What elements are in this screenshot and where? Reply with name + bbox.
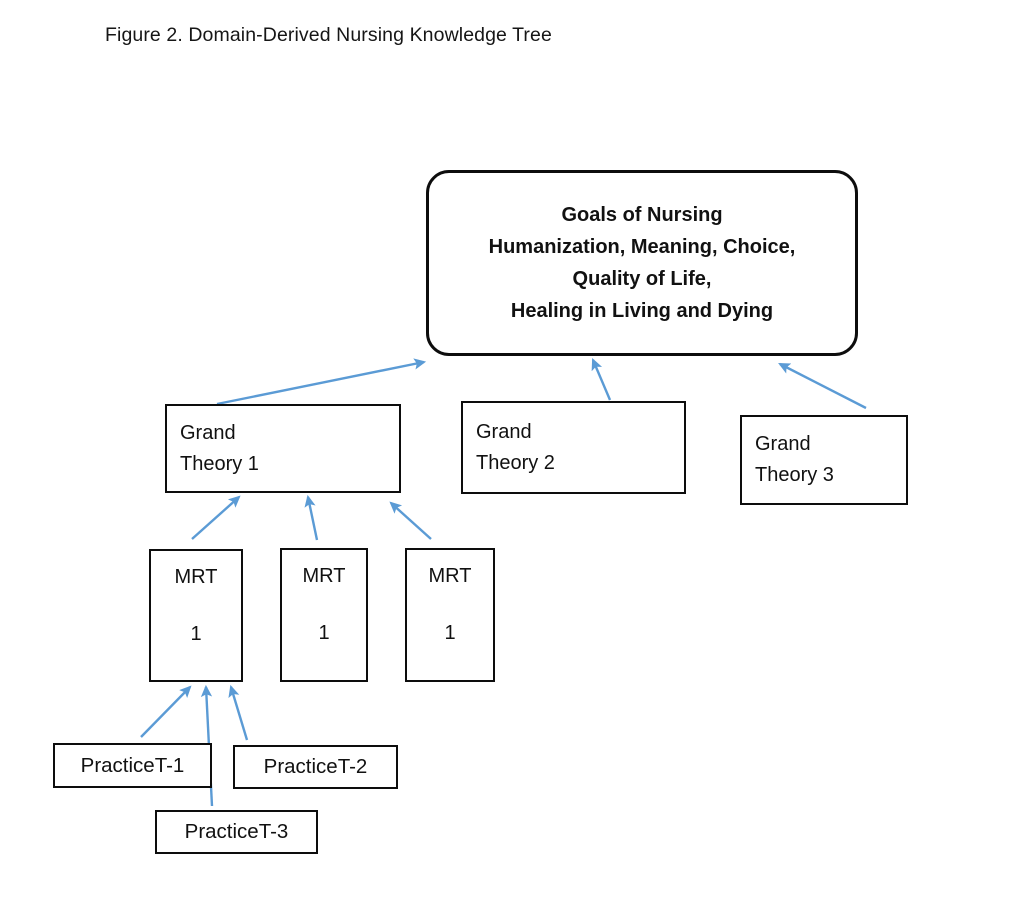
node-grand-theory-2-line-1: Grand bbox=[476, 420, 532, 443]
node-grand-theory-1-line-1: Grand bbox=[180, 421, 236, 444]
node-practice-t-1[interactable]: PracticeT-1 bbox=[53, 743, 212, 788]
edge-grand1-to-goals bbox=[216, 358, 427, 406]
node-grand-theory-3-line-2: Theory 3 bbox=[755, 464, 834, 486]
node-mrt-3-line-2: 1 bbox=[444, 622, 456, 644]
figure-title: Figure 2. Domain-Derived Nursing Knowled… bbox=[105, 24, 552, 46]
node-grand-theory-1-line-2: Theory 1 bbox=[180, 452, 259, 475]
node-grand-theory-3[interactable]: Grand Theory 3 bbox=[740, 415, 908, 505]
node-mrt-1[interactable]: MRT 1 bbox=[149, 549, 243, 682]
node-mrt-1-line-2: 1 bbox=[190, 623, 202, 645]
node-goals-line-3: Quality of Life, bbox=[572, 268, 712, 290]
node-grand-theory-2-line-2: Theory 2 bbox=[476, 451, 555, 474]
node-grand-theory-2[interactable]: Grand Theory 2 bbox=[461, 401, 686, 494]
node-practice-t-1-label: PracticeT-1 bbox=[80, 753, 185, 777]
node-mrt-2-line-1: MRT bbox=[302, 565, 346, 587]
node-grand-theory-3-line-1: Grand bbox=[755, 433, 811, 455]
node-practice-t-3-label: PracticeT-3 bbox=[184, 820, 289, 843]
node-mrt-3[interactable]: MRT 1 bbox=[405, 548, 495, 682]
edge-mrt1-to-grand1 bbox=[191, 495, 241, 540]
node-goals-line-4: Healing in Living and Dying bbox=[510, 300, 774, 322]
node-goals-line-2: Humanization, Meaning, Choice, bbox=[488, 236, 796, 258]
node-mrt-3-line-1: MRT bbox=[428, 565, 472, 587]
node-practice-t-3[interactable]: PracticeT-3 bbox=[155, 810, 318, 854]
edge-grand3-to-goals bbox=[778, 362, 867, 410]
node-mrt-2-line-2: 1 bbox=[318, 622, 330, 644]
node-mrt-1-line-1: MRT bbox=[174, 566, 218, 588]
node-mrt-2[interactable]: MRT 1 bbox=[280, 548, 368, 682]
edge-grand2-to-goals bbox=[591, 358, 612, 401]
edge-practice1-to-mrt1 bbox=[140, 685, 192, 738]
edge-mrt2-to-grand1 bbox=[304, 494, 319, 541]
node-goals-line-1: Goals of Nursing bbox=[561, 204, 723, 226]
node-practice-t-2[interactable]: PracticeT-2 bbox=[233, 745, 398, 789]
edge-practice2-to-mrt1 bbox=[228, 684, 249, 741]
node-practice-t-2-label: PracticeT-2 bbox=[263, 755, 368, 778]
edge-mrt3-to-grand1 bbox=[389, 501, 432, 540]
node-goals-of-nursing[interactable]: Goals of Nursing Humanization, Meaning, … bbox=[426, 170, 858, 356]
node-grand-theory-1[interactable]: Grand Theory 1 bbox=[165, 404, 401, 493]
